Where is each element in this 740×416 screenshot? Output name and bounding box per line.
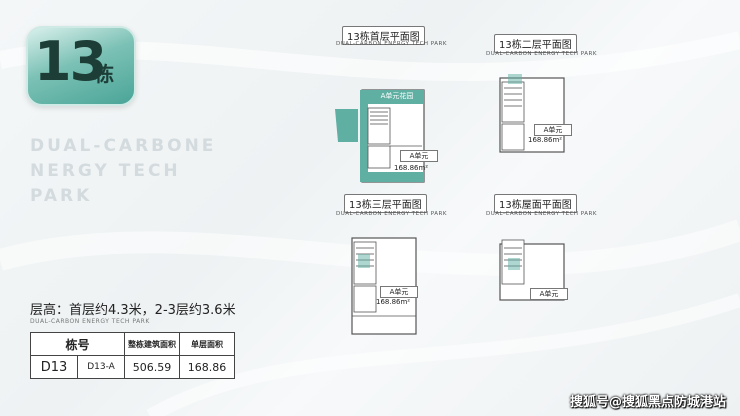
plan-subtitle: DUAL-CARBON ENERGY TECH PARK <box>336 41 447 47</box>
floor-plan-third: 13栋三层平面图 DUAL-CARBON ENERGY TECH PARK A单… <box>336 194 446 344</box>
unit-label: A单元 <box>380 286 418 298</box>
unit-area: 168.86m² <box>376 298 411 306</box>
building-area-table: 栋号 整栋建筑面积 单层面积 D13 D13-A 506.59 168.86 <box>30 332 235 379</box>
second-floor-drawing <box>499 74 565 153</box>
unit-area: 168.86m² <box>394 164 429 172</box>
table-row: D13 D13-A 506.59 168.86 <box>30 355 235 379</box>
plan-subtitle: DUAL-CARBON ENERGY TECH PARK <box>486 51 597 57</box>
ground-floor-drawing <box>335 89 425 183</box>
unit-area: 168.86m² <box>528 136 563 144</box>
plan-subtitle: DUAL-CARBON ENERGY TECH PARK <box>336 211 447 217</box>
floor-height-info: 层高：首层约4.3米，2-3层约3.6米 <box>30 303 236 318</box>
unit-label: A单元 <box>400 150 438 162</box>
cell-unit: D13-A <box>77 355 125 379</box>
floor-plan-second: 13栋二层平面图 DUAL-CARBON ENERGY TECH PARK A单… <box>486 34 596 154</box>
unit-label: A单元 <box>530 288 568 300</box>
source-watermark: 搜狐号@搜狐黑点防城港站 <box>569 395 726 410</box>
plan-subtitle: DUAL-CARBON ENERGY TECH PARK <box>486 211 597 217</box>
plan-title: 13栋二层平面图 <box>494 34 577 53</box>
cell-total-area: 506.59 <box>124 355 180 379</box>
roof-plan-drawing <box>499 239 565 301</box>
park-watermark: DUAL-CARBONE NERGY TECH PARK <box>30 136 217 206</box>
floor-height-subtitle: DUAL-CARBON ENERGY TECH PARK <box>30 318 150 325</box>
cell-building: D13 <box>30 355 78 379</box>
cell-floor-area: 168.86 <box>179 355 235 379</box>
plan-title: 13栋屋面平面图 <box>494 194 577 213</box>
header-floor-area: 单层面积 <box>179 332 235 356</box>
unit-label: A单元 <box>534 124 572 136</box>
plan-title: 13栋三层平面图 <box>344 194 427 213</box>
header-building-no: 栋号 <box>30 332 125 356</box>
floor-plan-roof: 13栋屋面平面图 DUAL-CARBON ENERGY TECH PARK A单… <box>486 194 596 314</box>
header-total-area: 整栋建筑面积 <box>124 332 180 356</box>
building-number-badge: 13 栋 <box>26 26 136 106</box>
building-number: 13 <box>34 30 107 93</box>
floor-plan-ground: 13栋首层平面图 DUAL-CARBON ENERGY TECH PARK A单… <box>330 26 446 186</box>
garden-label: A单元花园 <box>380 92 414 100</box>
building-unit-label: 栋 <box>94 62 114 86</box>
plan-title: 13栋首层平面图 <box>342 26 425 45</box>
third-floor-drawing <box>351 237 417 335</box>
